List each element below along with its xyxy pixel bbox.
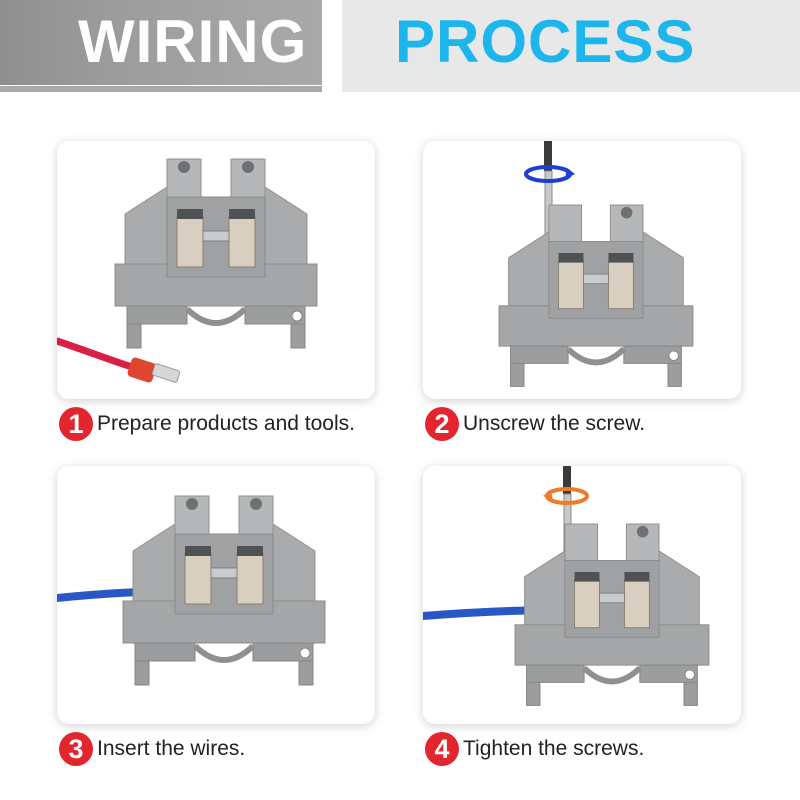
step-number-badge: 4 bbox=[425, 732, 459, 766]
banner-left-section bbox=[0, 0, 332, 92]
header-banner: WIRING PROCESS bbox=[0, 0, 800, 92]
screwdriver-handle bbox=[544, 141, 552, 171]
step-1-image-panel bbox=[57, 141, 375, 399]
banner-left-bar bbox=[0, 0, 322, 85]
step-3-image-panel bbox=[57, 466, 375, 724]
ferrule-collar bbox=[127, 357, 157, 383]
terminal-block-illustration bbox=[423, 466, 710, 706]
terminal-block-illustration bbox=[57, 495, 326, 686]
step-text: Tighten the screws. bbox=[463, 737, 645, 760]
ferrule-tip bbox=[151, 363, 181, 383]
step-text: Unscrew the screw. bbox=[463, 412, 646, 435]
step-2-caption: 2 Unscrew the screw. bbox=[425, 406, 645, 442]
terminal-block-icon bbox=[498, 204, 694, 387]
red-wire bbox=[57, 337, 136, 371]
terminal-block-icon bbox=[122, 495, 326, 686]
step-1-caption: 1 Prepare products and tools. bbox=[59, 406, 355, 442]
step-4-caption: 4 Tighten the screws. bbox=[425, 731, 644, 767]
screwdriver-handle bbox=[563, 466, 571, 494]
step-text: Insert the wires. bbox=[97, 737, 246, 760]
terminal-block-icon bbox=[514, 523, 710, 706]
banner-title-wiring: WIRING bbox=[78, 8, 308, 75]
terminal-block-icon bbox=[114, 158, 318, 349]
terminal-block-illustration bbox=[498, 141, 694, 387]
banner-right-section bbox=[342, 0, 800, 92]
step-number-badge: 2 bbox=[425, 407, 459, 441]
step-4-image-panel bbox=[423, 466, 741, 724]
step-number-badge: 1 bbox=[59, 407, 93, 441]
step-3-caption: 3 Insert the wires. bbox=[59, 731, 245, 767]
banner-left-underline bbox=[0, 86, 322, 92]
step-number-badge: 3 bbox=[59, 732, 93, 766]
step-2-image-panel bbox=[423, 141, 741, 399]
step-text: Prepare products and tools. bbox=[97, 412, 355, 435]
terminal-block-illustration bbox=[57, 158, 318, 383]
banner-title-process: PROCESS bbox=[395, 8, 696, 75]
